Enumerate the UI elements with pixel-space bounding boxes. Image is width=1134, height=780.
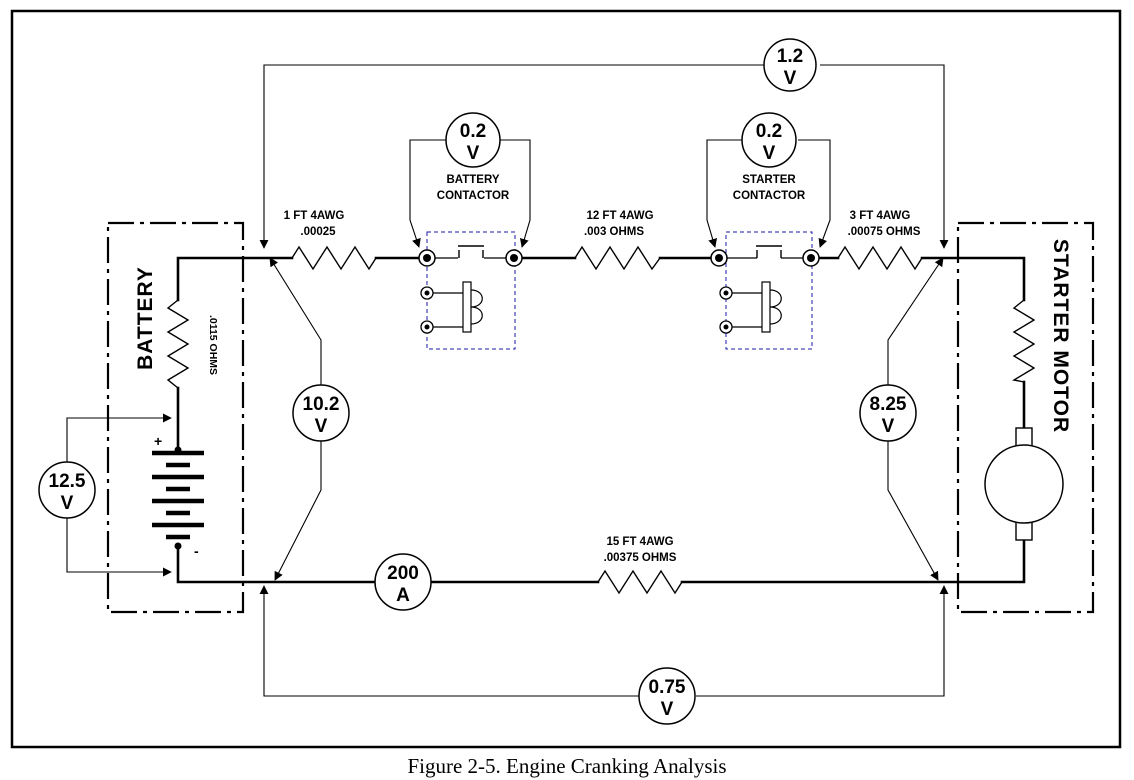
svg-text:0.2: 0.2 (460, 121, 486, 142)
meter-battery-terminals: 12.5 V (38, 461, 96, 519)
wire-15ft-resistor (597, 569, 683, 595)
svg-text:V: V (61, 493, 74, 514)
wire-3ft-label-1: 3 FT 4AWG (850, 210, 911, 222)
meter-starter-terminals: 8.25 V (859, 384, 917, 442)
battery-block-label: BATTERY (134, 266, 157, 370)
meter-current: 200 A (374, 553, 432, 611)
figure-caption: Figure 2-5. Engine Cranking Analysis (407, 754, 726, 778)
svg-text:V: V (784, 68, 797, 89)
svg-text:12.5: 12.5 (49, 471, 86, 492)
wire-1ft-label-2: .00025 (300, 226, 336, 238)
starter-motor-enclosure (956, 221, 1095, 614)
wire-1ft-resistor (291, 245, 377, 271)
wire-12ft-label-1: 12 FT 4AWG (586, 210, 653, 222)
svg-text:200: 200 (387, 563, 419, 584)
wire-15ft-label-1: 15 FT 4AWG (606, 536, 673, 548)
battery-plus-sign: + (154, 433, 162, 449)
starter-contactor (710, 231, 820, 350)
svg-text:0.2: 0.2 (756, 121, 782, 142)
wire-3ft-label-2: .00075 OHMS (848, 226, 921, 238)
battery-internal-resistance-label: .0115 OHMS (207, 315, 219, 375)
wire-15ft-label-2: .00375 OHMS (604, 552, 677, 564)
battery-cells (152, 450, 204, 540)
svg-text:0.75: 0.75 (649, 677, 686, 698)
starter-contactor-label-2: CONTACTOR (733, 190, 806, 202)
battery-contactor-label-2: CONTACTOR (437, 190, 510, 202)
battery-negative-node (174, 542, 182, 550)
battery-minus-sign: - (194, 543, 199, 559)
svg-text:V: V (315, 416, 328, 437)
battery-positive-node (174, 446, 182, 454)
svg-text:10.2: 10.2 (303, 394, 340, 415)
motor-armature (984, 444, 1064, 524)
meter-ground-return: 0.75 V (638, 667, 696, 725)
svg-text:A: A (396, 585, 410, 606)
wire-12ft-resistor (574, 245, 661, 271)
meter-probe-leads (66, 64, 949, 697)
svg-text:V: V (467, 143, 480, 164)
battery-internal-resistor (166, 299, 190, 389)
starter-contactor-label-1: STARTER (742, 174, 796, 186)
figure-frame (10, 9, 1122, 749)
starter-motor-block-label: STARTER MOTOR (1049, 239, 1072, 433)
meter-battery-contactor: 0.2 V (445, 112, 501, 168)
svg-text:V: V (661, 699, 674, 720)
meter-starter-contactor: 0.2 V (741, 112, 797, 168)
wire-12ft-label-2: .003 OHMS (584, 226, 644, 238)
meter-top-span: 1.2 V (763, 38, 817, 92)
battery-enclosure (106, 221, 245, 614)
starter-internal-resistor (1012, 299, 1036, 383)
wire-3ft-resistor (837, 245, 923, 271)
svg-text:1.2: 1.2 (777, 46, 803, 67)
battery-contactor-label-1: BATTERY (446, 174, 499, 186)
svg-text:8.25: 8.25 (870, 394, 907, 415)
wire-1ft-label-1: 1 FT 4AWG (284, 210, 345, 222)
svg-text:V: V (882, 416, 895, 437)
meter-battery-cables: 10.2 V (292, 384, 350, 442)
battery-contactor (418, 231, 523, 350)
circuit-wires (176, 256, 1026, 584)
svg-text:V: V (763, 143, 776, 164)
